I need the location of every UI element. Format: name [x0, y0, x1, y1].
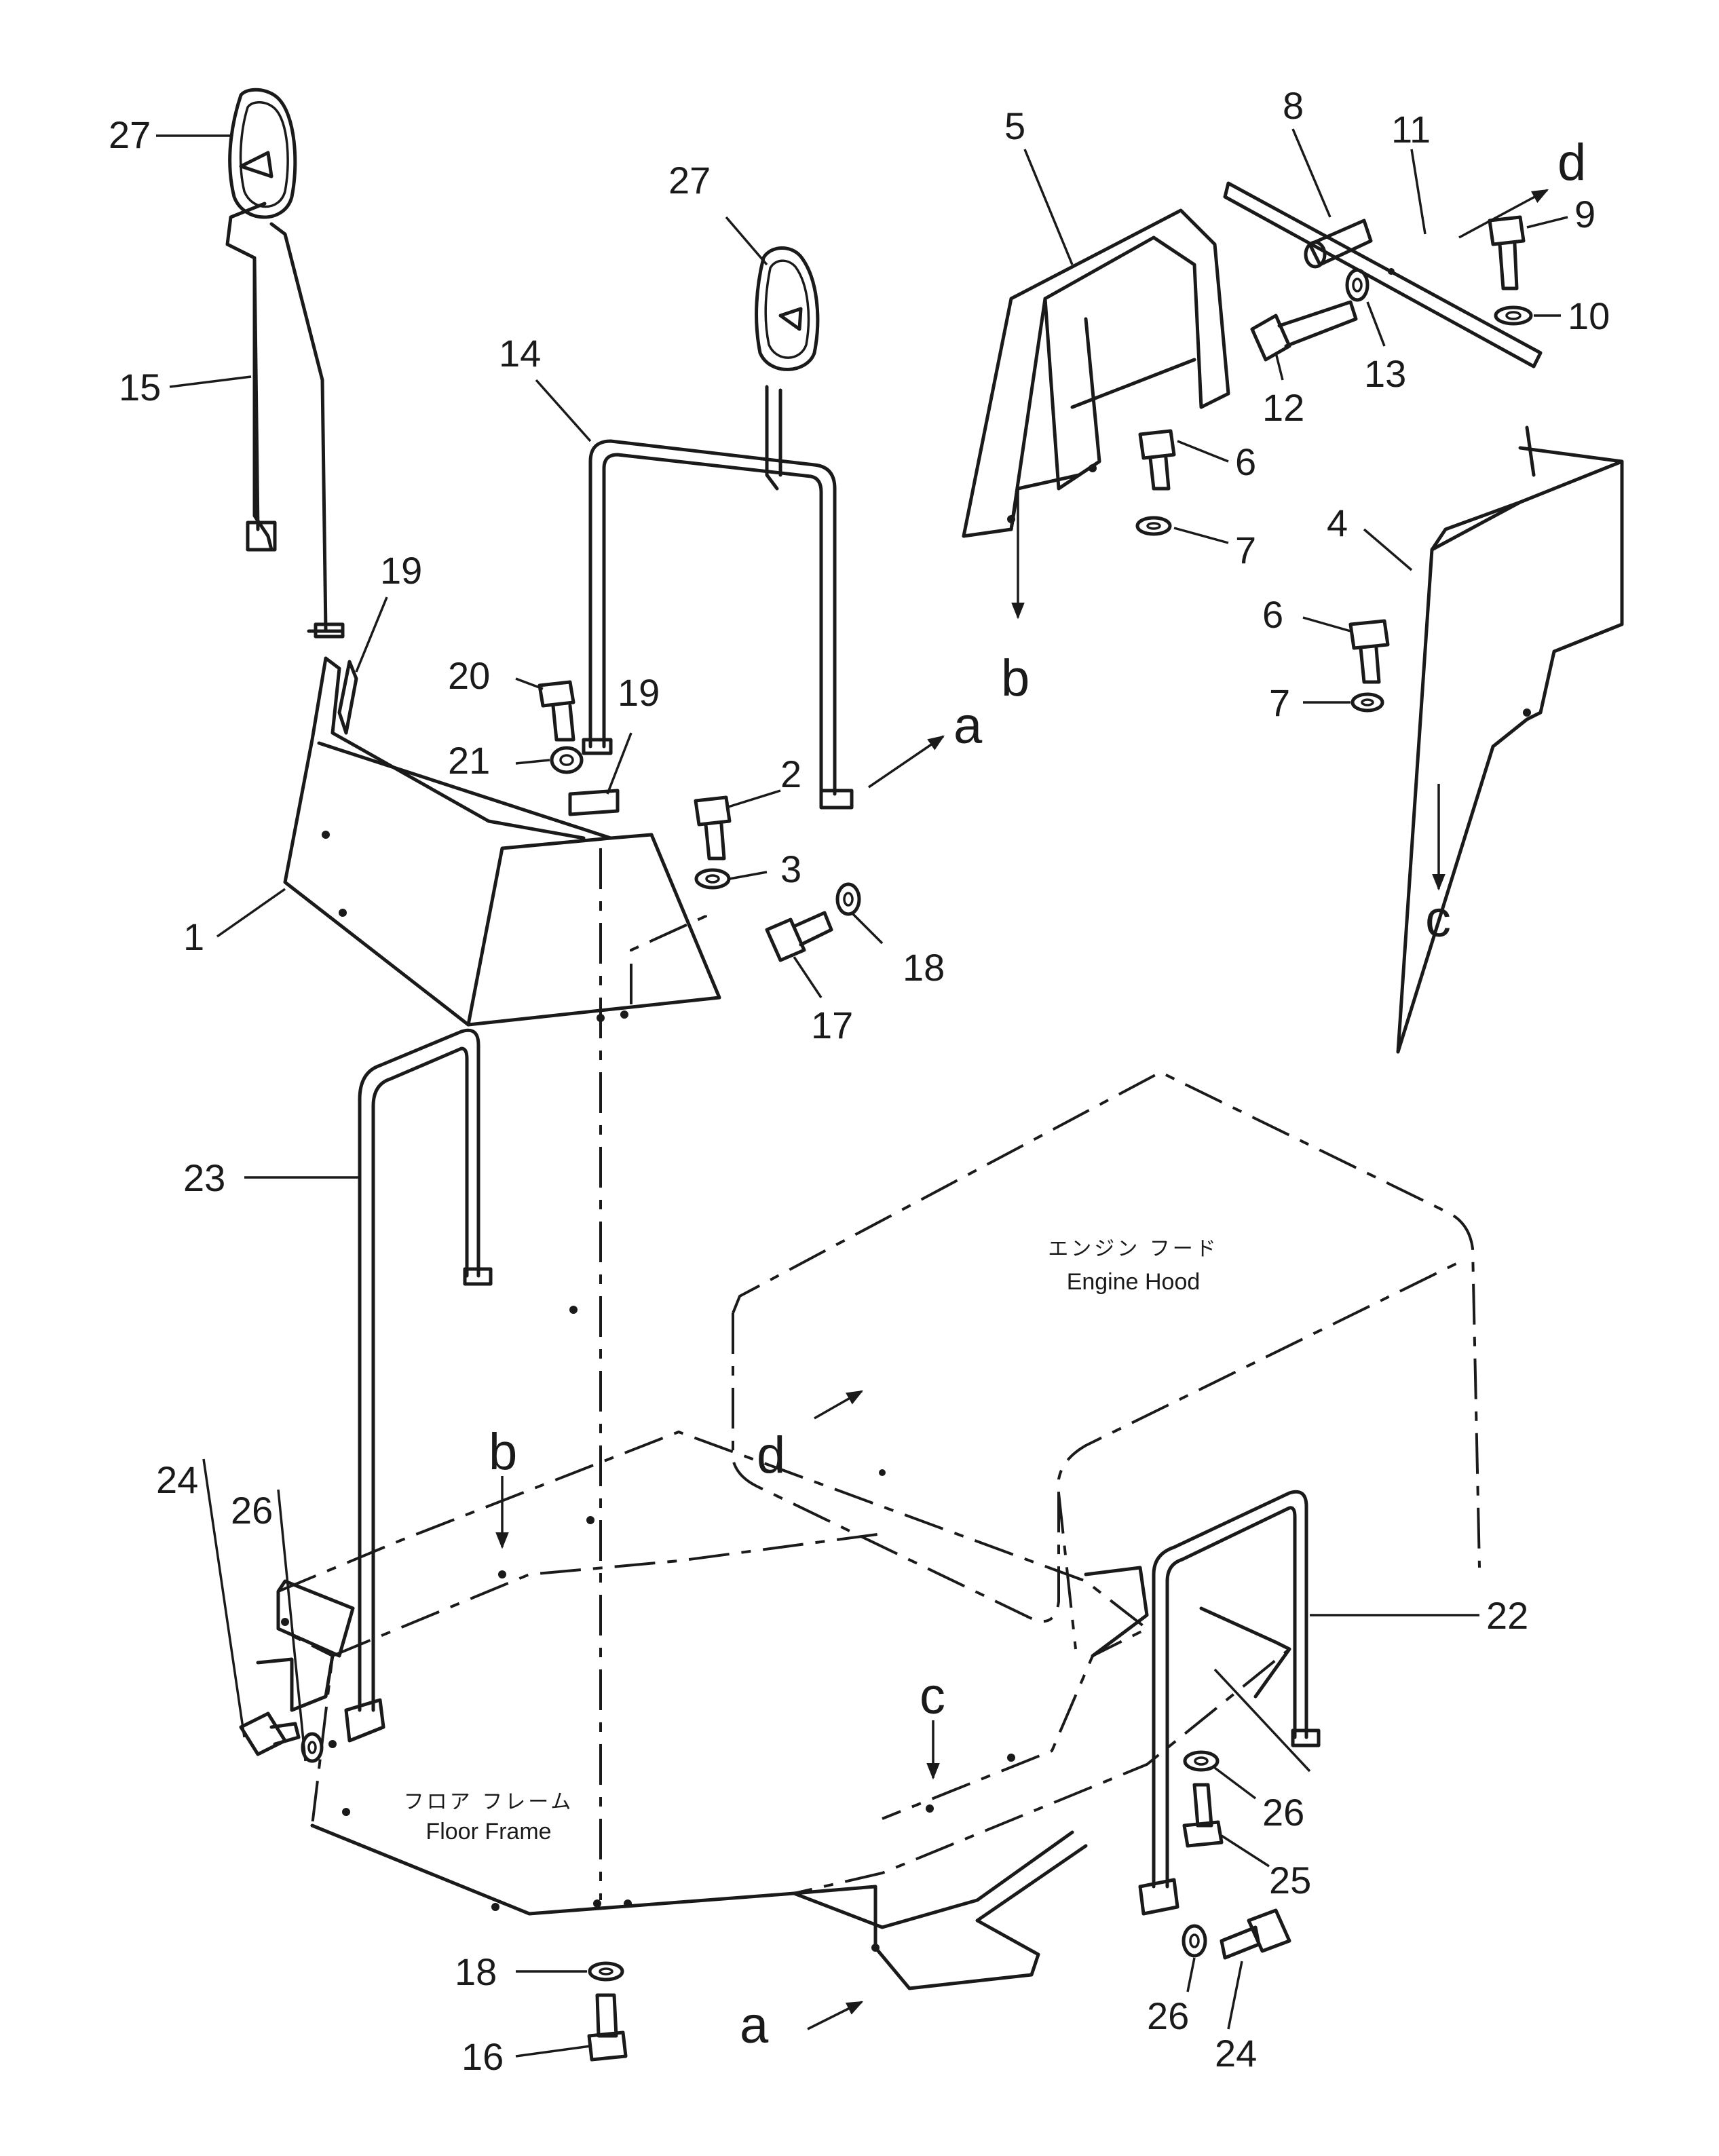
ref-d-lower: d	[757, 1426, 785, 1484]
cover-part-5	[962, 208, 1230, 538]
callout-27-left: 27	[109, 113, 151, 156]
callout-24-left: 24	[156, 1458, 198, 1501]
callout-19-left: 19	[380, 549, 422, 592]
floor-frame	[256, 1306, 1291, 1990]
bolt-6-lower	[1348, 619, 1390, 684]
centerline-2	[630, 909, 707, 1004]
handrail-23	[344, 1028, 493, 1743]
collar-part-11	[1304, 219, 1373, 269]
cover-part-1	[283, 656, 721, 1027]
ref-c-upper: c	[1425, 890, 1451, 948]
callout-7-upper: 7	[1235, 529, 1256, 571]
callout-9: 9	[1574, 193, 1595, 235]
bolt-9	[1488, 215, 1526, 290]
callout-18-upper: 18	[903, 946, 945, 989]
bolt-6-upper	[1138, 429, 1176, 491]
callout-numbers: 27 15 19 14 27 20 21 19 1 2 3 18 17 5 8 …	[109, 84, 1610, 2078]
bolt-24-left	[239, 1711, 301, 1756]
callout-12: 12	[1262, 386, 1304, 429]
washer-26-lower	[1182, 1924, 1207, 1958]
callout-25: 25	[1269, 1859, 1311, 1902]
callout-24-right: 24	[1215, 2032, 1257, 2075]
callout-11: 11	[1391, 108, 1431, 151]
floor-frame-label-jp: フロア フレーム	[404, 1790, 574, 1814]
callout-6-upper: 6	[1235, 440, 1256, 483]
handrail-22	[1138, 1490, 1321, 1916]
plate-19-left	[337, 660, 358, 735]
plate-19-middle	[568, 789, 620, 816]
ref-arrows	[495, 189, 1549, 2030]
callout-18-lower: 18	[455, 1950, 497, 1993]
washer-18-upper	[835, 882, 861, 916]
callout-4: 4	[1327, 502, 1348, 544]
callout-17: 17	[811, 1004, 853, 1046]
bolt-17	[765, 911, 833, 962]
callout-26-lower: 26	[1147, 1994, 1189, 2037]
engine-hood-label: エンジン フード Engine Hood	[1048, 1237, 1219, 1295]
washer-26-middle	[1183, 1750, 1220, 1772]
ref-a-lower: a	[740, 1997, 769, 2054]
callout-8: 8	[1283, 84, 1304, 127]
floor-frame-label: フロア フレーム Floor Frame	[404, 1790, 574, 1845]
callout-2: 2	[780, 753, 801, 795]
washer-7-lower	[1350, 692, 1384, 713]
callout-26-left: 26	[231, 1489, 273, 1532]
washer-10	[1494, 305, 1533, 326]
engine-hood-label-en: Engine Hood	[1067, 1269, 1201, 1295]
washer-26-left	[301, 1732, 324, 1763]
washer-7-upper	[1135, 516, 1172, 536]
callout-3: 3	[780, 848, 801, 890]
ref-a-upper: a	[953, 697, 983, 755]
washer-13	[1345, 268, 1369, 302]
callout-23: 23	[183, 1156, 225, 1199]
ref-b-upper: b	[1001, 649, 1029, 707]
callout-27-middle: 27	[668, 159, 711, 202]
washer-3	[694, 868, 731, 890]
bolt-24-right	[1220, 1908, 1291, 1960]
ref-b-lower: b	[489, 1423, 517, 1481]
cover-part-4	[1396, 425, 1624, 1054]
callout-7-lower: 7	[1269, 681, 1290, 724]
callout-16: 16	[461, 2035, 504, 2078]
bolt-2	[694, 795, 732, 860]
callout-14: 14	[499, 332, 541, 375]
engine-hood-label-jp: エンジン フード	[1048, 1237, 1219, 1261]
callout-15: 15	[119, 366, 161, 409]
engine-hood	[732, 1070, 1481, 1650]
ref-d-upper: d	[1557, 134, 1586, 191]
callout-6-lower: 6	[1262, 593, 1283, 636]
reference-letters: a a b b c c d d	[489, 134, 1586, 2054]
callout-19-middle: 19	[618, 671, 660, 714]
callout-20: 20	[448, 654, 490, 697]
mirror-left	[228, 88, 297, 219]
bolt-16	[587, 1993, 628, 2062]
mirror-stay-left	[225, 202, 345, 639]
washer-21	[550, 746, 584, 774]
callout-5: 5	[1004, 105, 1025, 147]
callout-13: 13	[1364, 352, 1406, 395]
mirror-stay-middle	[582, 385, 854, 810]
callout-1: 1	[183, 915, 204, 958]
ref-c-lower: c	[920, 1667, 945, 1725]
bolt-20	[537, 680, 575, 742]
callout-22: 22	[1486, 1594, 1528, 1637]
callout-10: 10	[1568, 295, 1610, 337]
bolt-12	[1250, 300, 1358, 362]
bolt-25	[1182, 1783, 1224, 1848]
floor-frame-label-en: Floor Frame	[426, 1819, 551, 1845]
mirror-middle	[755, 246, 820, 371]
callout-26-middle: 26	[1262, 1791, 1304, 1834]
washer-18-lower	[588, 1961, 624, 1982]
callout-21: 21	[448, 739, 490, 782]
strip-part-8	[1223, 181, 1543, 368]
leader-lines	[156, 128, 1568, 2058]
